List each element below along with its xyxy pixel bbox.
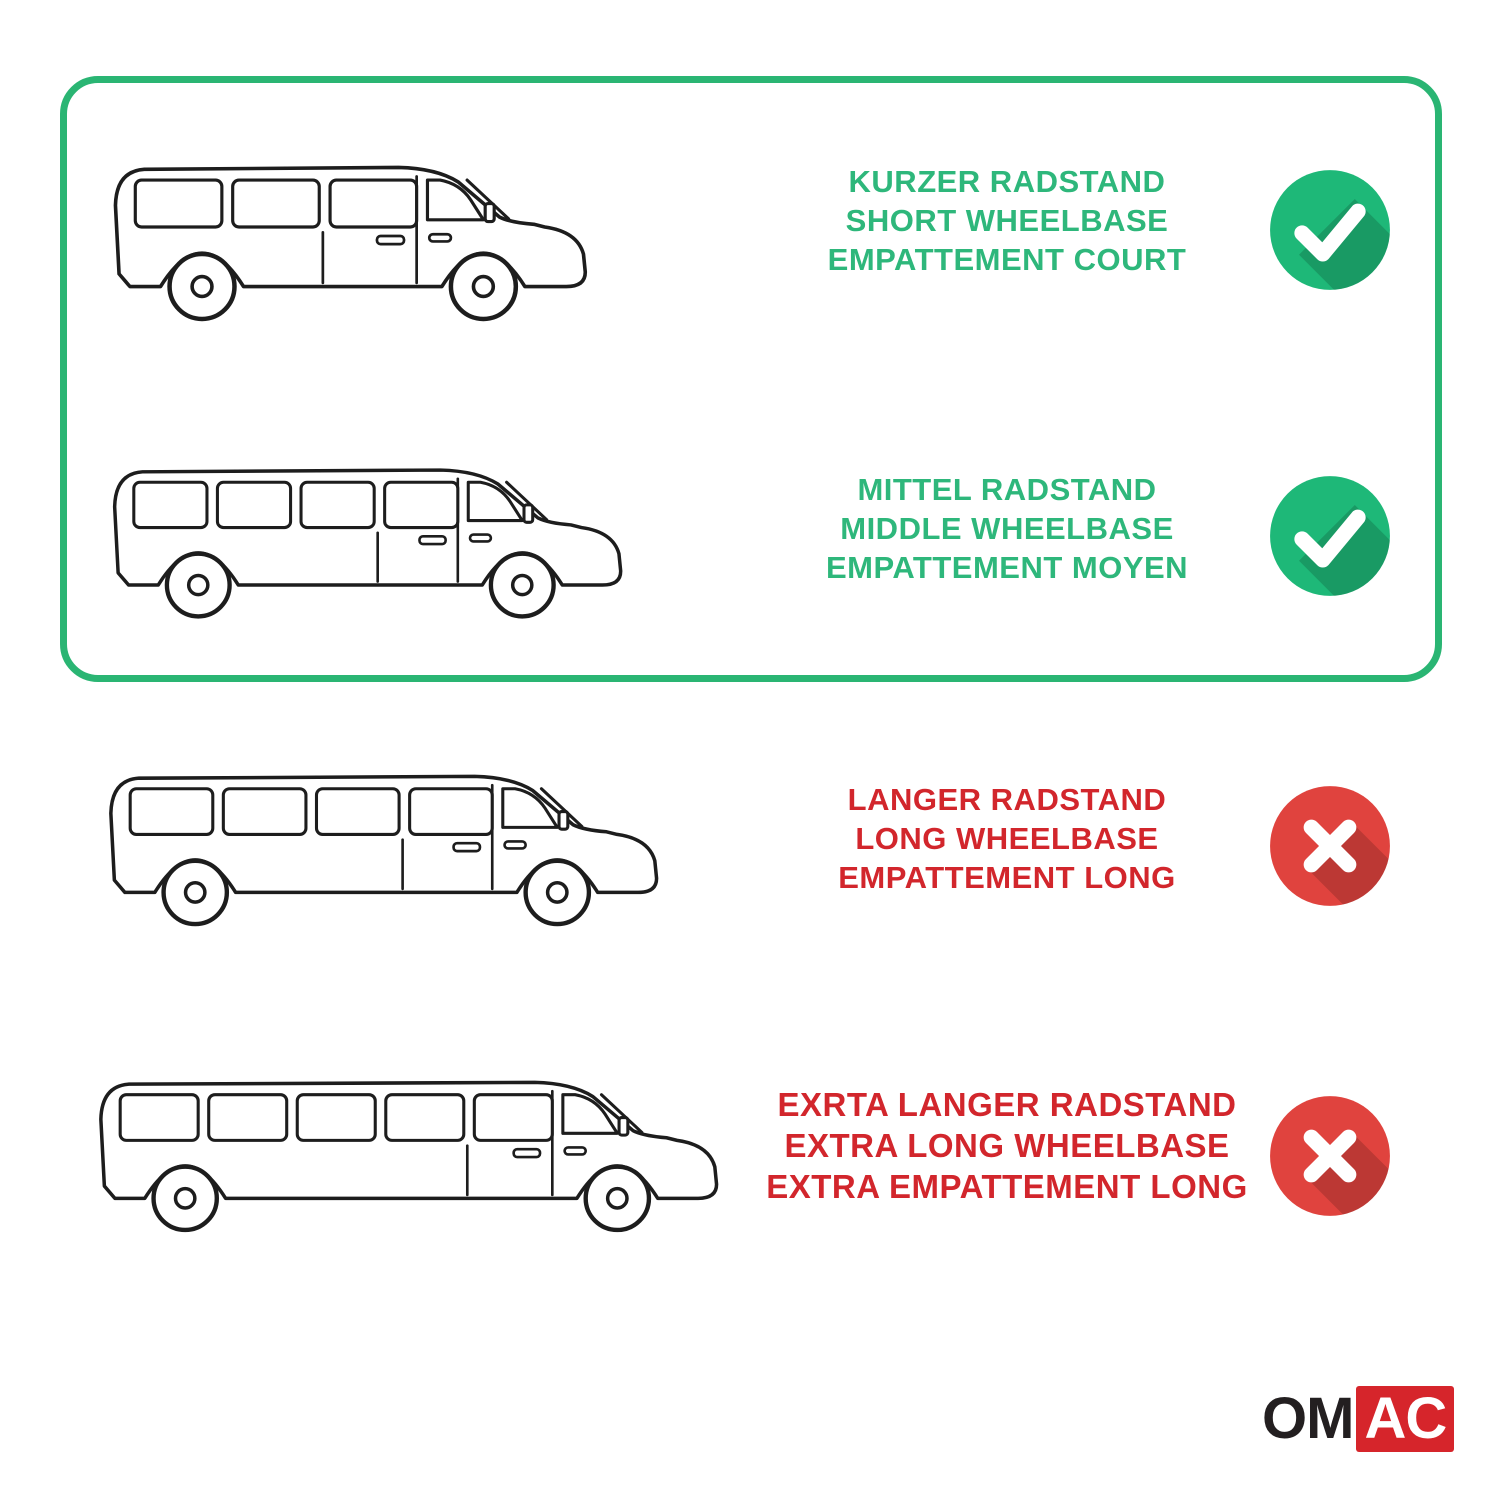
logo-text-ac: AC: [1356, 1386, 1455, 1452]
van-long-wheelbase-drawing: [88, 736, 668, 947]
label-short-wheelbase: KURZER RADSTAND SHORT WHEELBASE EMPATTEM…: [772, 162, 1242, 279]
label-line-english: SHORT WHEELBASE: [845, 203, 1169, 238]
label-line-english: LONG WHEELBASE: [855, 821, 1159, 856]
label-line-german: KURZER RADSTAND: [848, 164, 1166, 199]
van-short-wheelbase-drawing: [92, 126, 597, 342]
van-extra-long-wheelbase-drawing: [78, 1042, 728, 1253]
label-line-french: EMPATTEMENT COURT: [827, 242, 1187, 277]
label-line-english: MIDDLE WHEELBASE: [840, 511, 1174, 546]
label-middle-wheelbase: MITTEL RADSTAND MIDDLE WHEELBASE EMPATTE…: [772, 470, 1242, 587]
omac-logo: OM AC: [1262, 1386, 1455, 1452]
label-line-german: MITTEL RADSTAND: [857, 472, 1157, 507]
label-line-german: EXRTA LANGER RADSTAND: [777, 1086, 1237, 1123]
label-long-wheelbase: LANGER RADSTAND LONG WHEELBASE EMPATTEME…: [772, 780, 1242, 897]
cross-icon: [1268, 784, 1392, 908]
compatible-outline-box: [60, 76, 1442, 682]
label-line-english: EXTRA LONG WHEELBASE: [784, 1127, 1230, 1164]
check-icon: [1268, 474, 1392, 598]
van-middle-wheelbase-drawing: [92, 430, 632, 639]
label-line-french: EMPATTEMENT MOYEN: [825, 550, 1189, 585]
cross-icon: [1268, 1094, 1392, 1218]
label-line-french: EMPATTEMENT LONG: [838, 860, 1176, 895]
label-line-german: LANGER RADSTAND: [847, 782, 1167, 817]
label-extra-long-wheelbase: EXRTA LANGER RADSTAND EXTRA LONG WHEELBA…: [742, 1084, 1272, 1207]
logo-text-om: OM: [1262, 1386, 1354, 1451]
label-line-french: EXTRA EMPATTEMENT LONG: [766, 1168, 1248, 1205]
check-icon: [1268, 168, 1392, 292]
